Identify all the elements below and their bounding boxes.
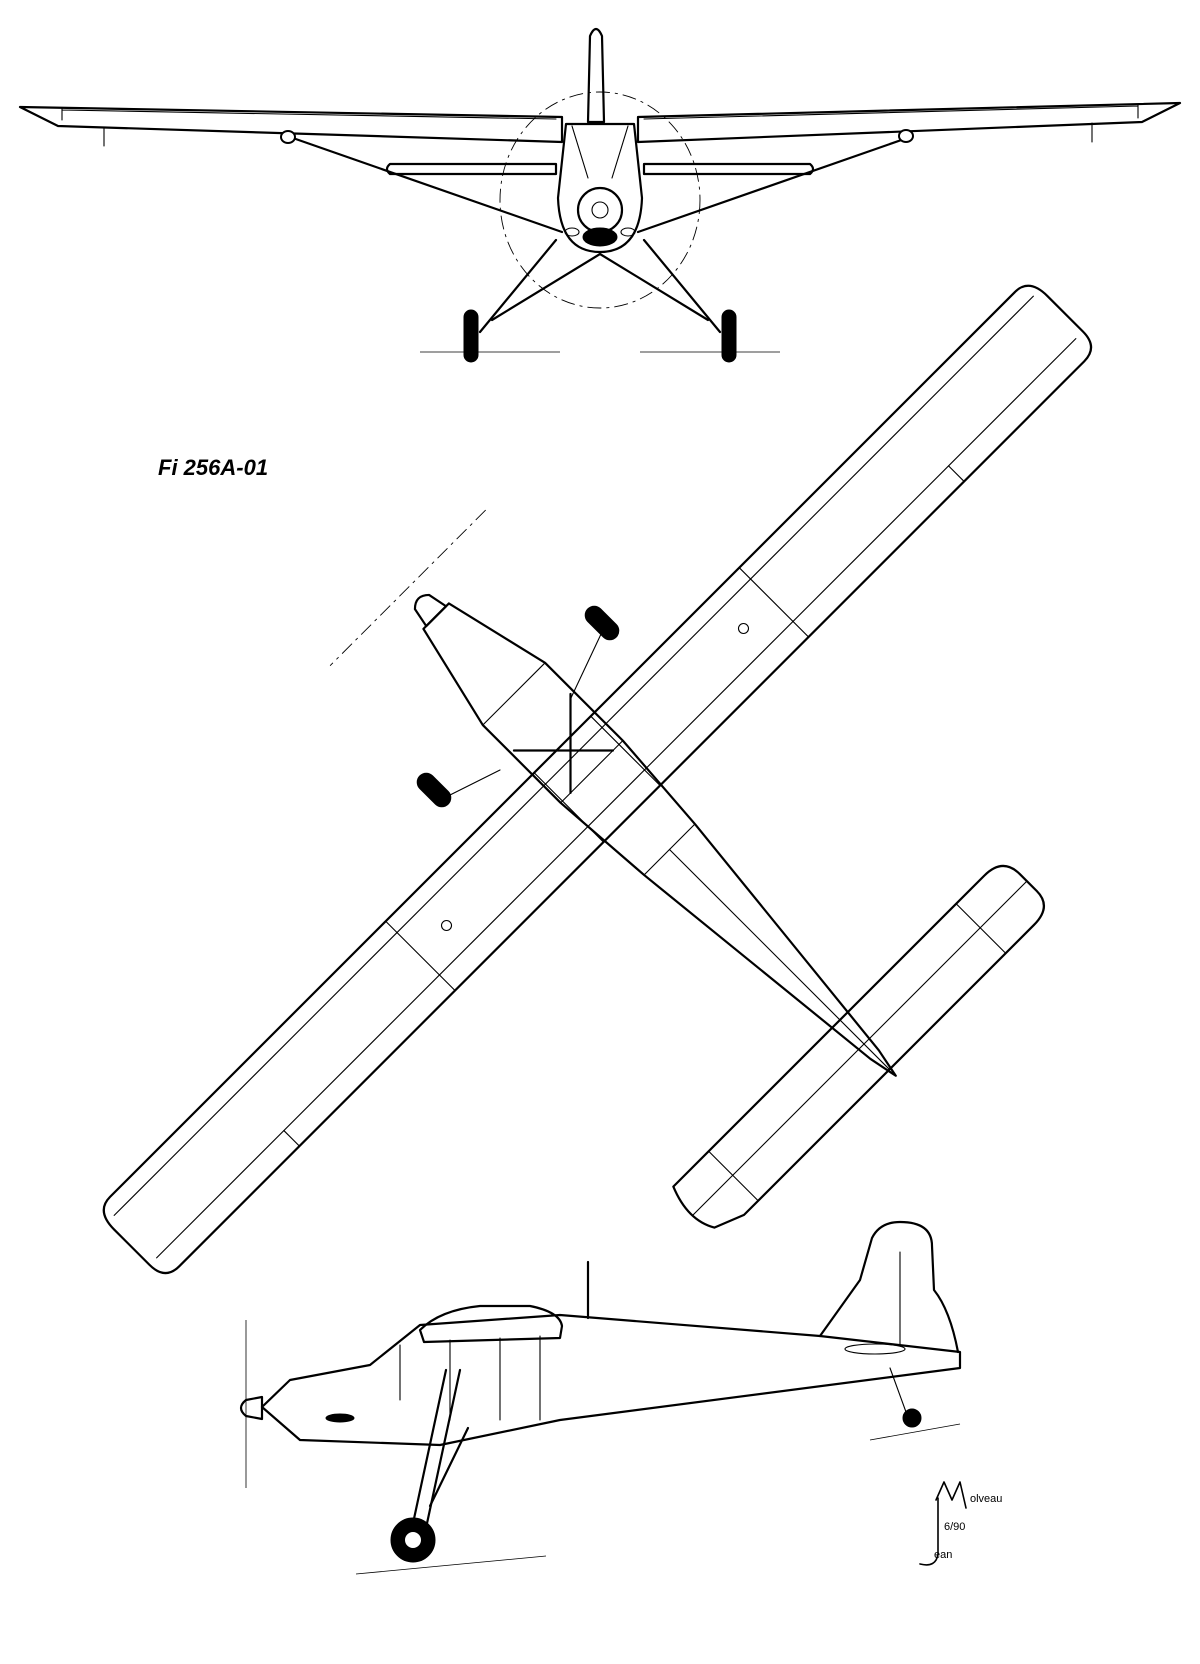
- svg-text:ean: ean: [934, 1549, 952, 1561]
- svg-text:olveau: olveau: [970, 1493, 1002, 1505]
- front-view: [18, 27, 1182, 363]
- drawing-title: Fi 256A-01: [158, 455, 269, 480]
- top-view: [102, 284, 1093, 1275]
- artist-signature: olveau 6/90 ean: [919, 1481, 1002, 1566]
- side-view: [239, 1220, 962, 1575]
- svg-text:6/90: 6/90: [944, 1521, 965, 1533]
